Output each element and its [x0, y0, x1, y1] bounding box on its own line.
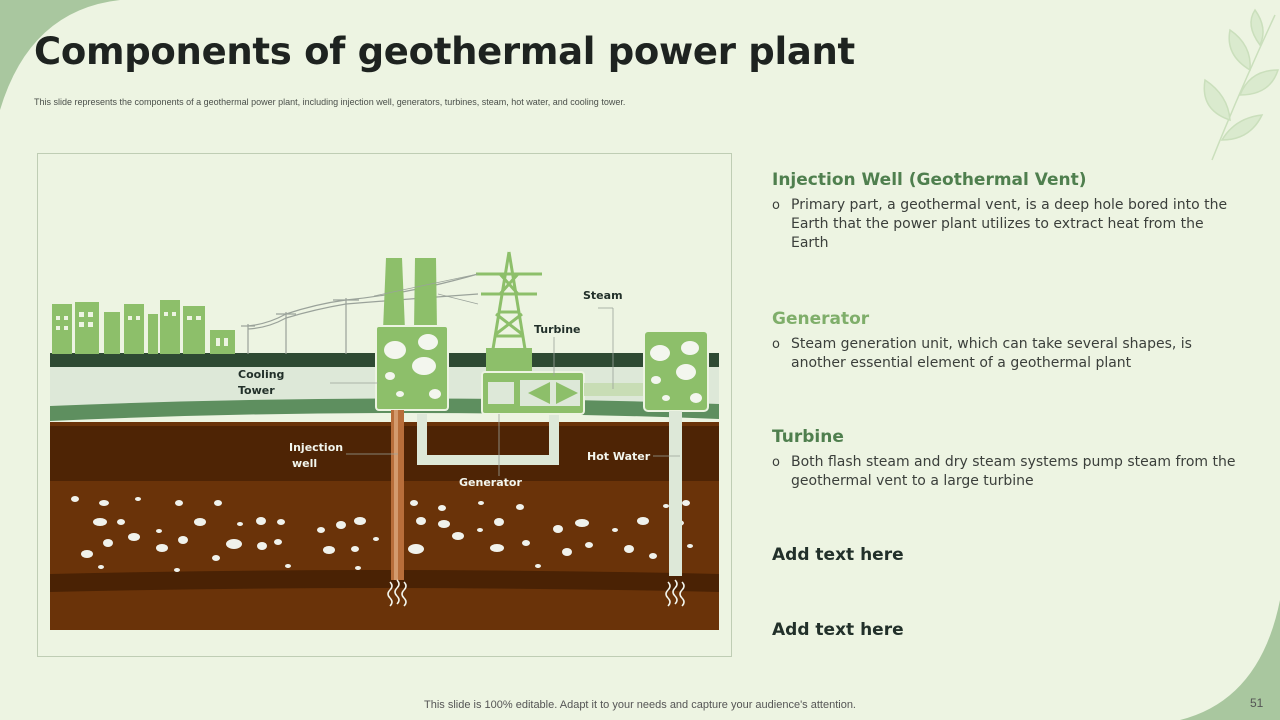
bullet-circle-icon: o [772, 455, 780, 470]
section-generator: Generator o Steam generation unit, which… [772, 309, 1242, 373]
corner-shape-bottom-right [1180, 600, 1280, 720]
label-hot-water: Hot Water [587, 450, 651, 463]
add-text-placeholder-1: Add text here [772, 545, 904, 565]
label-turbine: Turbine [534, 323, 581, 336]
label-cooling-tower-line2: Tower [238, 384, 275, 397]
heat-wave-icon [387, 579, 685, 607]
section-body: o Steam generation unit, which can take … [772, 335, 1242, 373]
add-text-placeholder-2: Add text here [772, 620, 904, 640]
soil-band [50, 570, 719, 592]
label-cooling-tower-line1: Cooling [238, 368, 284, 381]
cooling-tower-icon [375, 258, 449, 411]
page-subtitle: This slide represents the components of … [34, 97, 626, 107]
page-number: 51 [1250, 696, 1264, 710]
corner-shape-top-left [0, 0, 120, 110]
section-injection-well: Injection Well (Geothermal Vent) o Prima… [772, 170, 1242, 253]
section-text: Primary part, a geothermal vent, is a de… [791, 197, 1228, 251]
section-turbine: Turbine o Both flash steam and dry steam… [772, 427, 1242, 491]
geothermal-diagram: Cooling Tower Injection well Generator T… [37, 153, 732, 657]
bullet-circle-icon: o [772, 198, 780, 213]
production-well-icon [643, 330, 709, 576]
section-body: o Both flash steam and dry steam systems… [772, 453, 1242, 491]
section-title: Injection Well (Geothermal Vent) [772, 170, 1087, 190]
section-text: Both flash steam and dry steam systems p… [791, 454, 1236, 489]
section-title: Turbine [772, 427, 844, 447]
generator-turbine-icon [417, 348, 648, 465]
section-text: Steam generation unit, which can take se… [791, 336, 1192, 371]
label-injection-well-line2: well [292, 457, 317, 470]
section-body: o Primary part, a geothermal vent, is a … [772, 196, 1242, 253]
section-title: Generator [772, 309, 870, 329]
page-title: Components of geothermal power plant [34, 30, 855, 73]
label-steam: Steam [583, 289, 623, 302]
footer-note: This slide is 100% editable. Adapt it to… [424, 699, 856, 711]
leaf-icon [1203, 8, 1280, 161]
geothermal-illustration: Cooling Tower Injection well Generator T… [50, 251, 719, 630]
label-leader-lines [330, 273, 680, 476]
skyline-windows [56, 312, 228, 346]
soil-layer-top [50, 426, 719, 481]
label-injection-well-line1: Injection [289, 441, 343, 454]
bullet-circle-icon: o [772, 337, 780, 352]
transmission-tower-icon [476, 251, 542, 350]
label-generator: Generator [459, 476, 522, 489]
